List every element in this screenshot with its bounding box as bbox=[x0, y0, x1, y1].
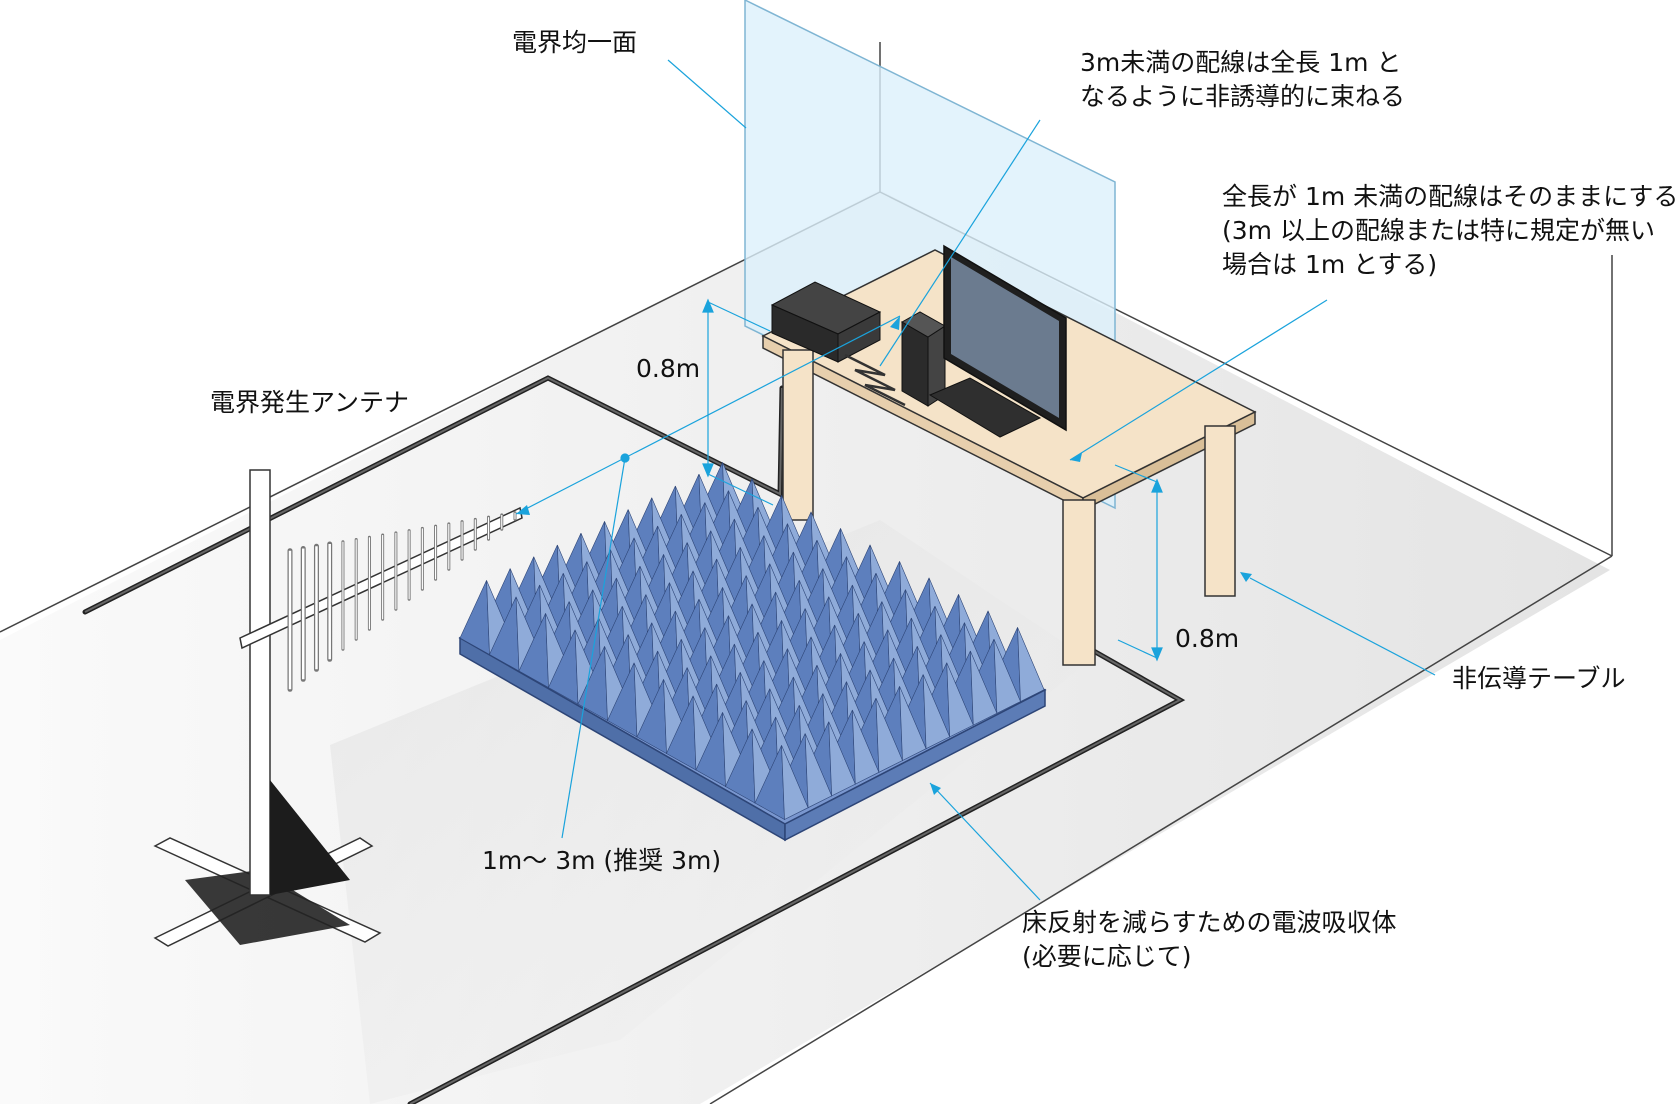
table-height-arrow-bottom bbox=[1151, 647, 1163, 662]
leader-lines bbox=[515, 59, 1436, 901]
label-cable-short-3: 場合は 1m とする) bbox=[1222, 250, 1438, 279]
label-uniform-field-area: 電界均一面 bbox=[512, 28, 638, 57]
floor-left-edge bbox=[0, 191, 881, 633]
absorber-pyramid-face bbox=[828, 721, 856, 797]
monitor-screen bbox=[951, 257, 1059, 418]
absorber-pyramid-face bbox=[946, 662, 974, 738]
arrow-antenna-tip bbox=[516, 505, 530, 515]
label-absorber-1: 床反射を減らすための電波吸収体 bbox=[1022, 908, 1397, 937]
leader-cable-short bbox=[1069, 299, 1328, 461]
leader-cable-bundle bbox=[879, 119, 1041, 367]
antenna-boom bbox=[239, 506, 523, 650]
table-height-ext-bottom bbox=[1117, 639, 1158, 659]
table-leg-front-left bbox=[782, 349, 814, 521]
label-cable-bundle-note-1: 3m未満の配線は全長 1m と bbox=[1080, 48, 1402, 77]
absorber-pyramid-face bbox=[875, 698, 903, 773]
absorber-pyramid-face bbox=[804, 733, 833, 809]
upper-height-ext-bottom bbox=[707, 473, 774, 506]
label-distance: 1m〜 3m (推奨 3m) bbox=[482, 846, 722, 875]
label-table: 非伝導テーブル bbox=[1452, 664, 1626, 693]
label-height-table: 0.8m bbox=[1175, 624, 1240, 653]
arrow-table bbox=[1240, 572, 1252, 582]
antenna-mount-fin bbox=[270, 780, 350, 895]
leader-uniform-field bbox=[667, 59, 747, 129]
absorber-base-right bbox=[784, 688, 1046, 842]
antenna-base-shadow bbox=[185, 870, 350, 945]
label-absorber-2: (必要に応じて) bbox=[1022, 942, 1192, 971]
absorber-pyramid-face bbox=[899, 686, 927, 761]
upper-height-arrow-top bbox=[702, 298, 714, 313]
label-cable-short-1: 全長が 1m 未満の配線はそのままにする bbox=[1222, 182, 1675, 211]
radio-wave-absorber bbox=[458, 462, 1047, 842]
absorber-pyramid-face bbox=[970, 650, 998, 726]
field-antenna bbox=[153, 469, 523, 947]
label-antenna: 電界発生アンテナ bbox=[210, 388, 410, 417]
floor-right-edge bbox=[709, 555, 1613, 1104]
table-height-arrow-top bbox=[1151, 478, 1163, 493]
leader-distance-dot bbox=[620, 453, 630, 463]
label-cable-short-2: (3m 以上の配線または特に規定が無い bbox=[1222, 216, 1655, 245]
leader-distance bbox=[561, 457, 626, 839]
antenna-mast bbox=[249, 469, 271, 896]
absorber-pyramid-face bbox=[922, 674, 951, 750]
antenna-elements bbox=[287, 511, 517, 692]
upper-height-ext-top bbox=[707, 301, 771, 332]
table-leg-front-right bbox=[1062, 499, 1096, 666]
table-height-ext-top bbox=[1114, 464, 1158, 483]
leader-table bbox=[1249, 577, 1436, 676]
arrow-cable-short bbox=[1070, 453, 1082, 462]
floor-cable-inner bbox=[84, 376, 783, 613]
label-height-upper: 0.8m bbox=[636, 354, 701, 383]
leader-distance-beam bbox=[515, 315, 901, 515]
dimension-lines bbox=[702, 298, 1163, 662]
arrow-cable-bundle bbox=[890, 316, 900, 330]
table-leg-back-right bbox=[1204, 425, 1236, 597]
leader-arrowheads bbox=[516, 316, 1252, 795]
absorber-pyramid-face bbox=[852, 709, 880, 785]
leader-absorber bbox=[929, 782, 1041, 901]
absorber-pyramid-face bbox=[781, 745, 809, 820]
label-cable-bundle-note-2: なるように非誘導的に束ねる bbox=[1080, 82, 1406, 111]
absorber-pyramid-face bbox=[993, 639, 1021, 714]
arrow-absorber bbox=[930, 783, 941, 795]
keyboard bbox=[928, 377, 1042, 438]
bundled-cable bbox=[844, 353, 906, 407]
upper-height-arrow-bottom bbox=[702, 463, 714, 478]
absorber-pyramid-face bbox=[1017, 627, 1045, 702]
